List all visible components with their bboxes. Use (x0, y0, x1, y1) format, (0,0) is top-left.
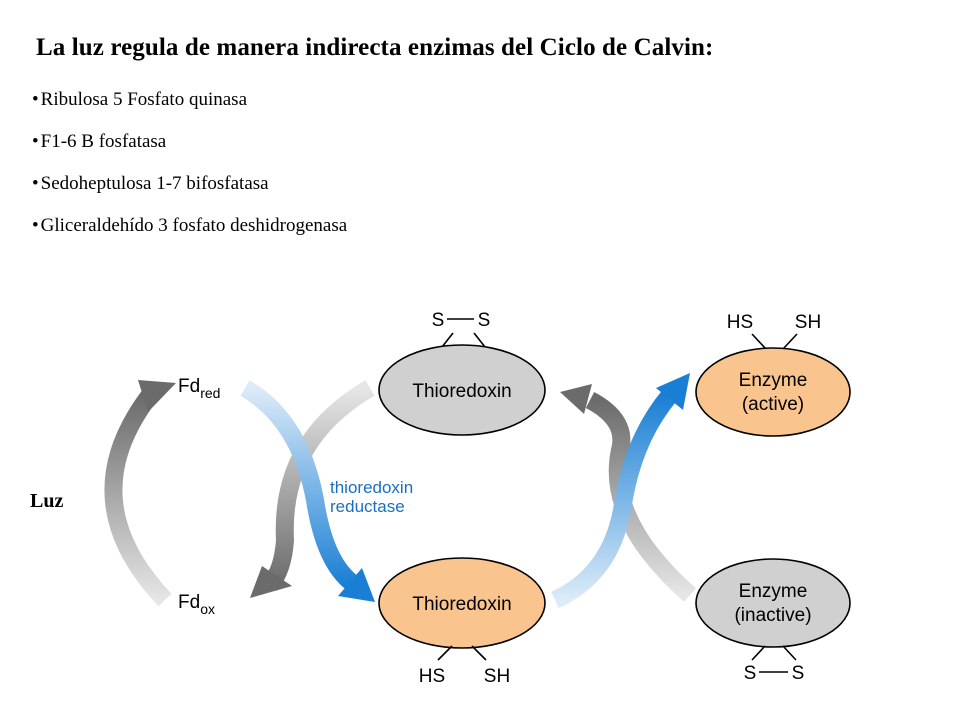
enzyme-inactive: Enzyme (inactive) S S (695, 558, 851, 684)
reductase-arrow (240, 380, 361, 593)
arrow-head (656, 373, 690, 410)
enzyme-state-label: (active) (742, 394, 804, 415)
arrow-head (250, 566, 292, 598)
arrow-head (338, 568, 375, 602)
thioredoxin-oxidized: S S Thioredoxin (378, 310, 546, 436)
thioredoxin-reduced: Thioredoxin HS SH (378, 557, 546, 687)
reductase-label-line1: thioredoxin (330, 478, 413, 497)
enzyme-list: •Ribulosa 5 Fosfato quinasa •F1-6 B fosf… (32, 86, 347, 254)
enzyme-activation-arrow (551, 389, 677, 609)
thiol-label: SH (484, 666, 510, 687)
enzyme-state-label: (inactive) (734, 605, 811, 626)
list-item: •F1-6 B fosfatasa (32, 131, 167, 152)
thiol-label: SH (795, 312, 821, 333)
thioredoxin-label: Thioredoxin (412, 594, 511, 615)
thioredoxin-label: Thioredoxin (412, 381, 511, 402)
thiol-label: HS (727, 312, 753, 333)
enzyme-label: Enzyme (739, 370, 808, 391)
enzyme-label: Enzyme (739, 581, 808, 602)
fd-red-label: Fdred (178, 376, 220, 401)
enzyme-active: HS SH Enzyme (active) (695, 312, 851, 437)
reductase-label-line2: reductase (330, 497, 405, 516)
list-item: •Gliceraldehído 3 fosfato deshidrogenasa (32, 215, 348, 236)
arrow-head (560, 384, 592, 414)
sulfur-label: S (432, 310, 445, 331)
sulfur-label: S (744, 663, 757, 684)
arrow-head (138, 380, 176, 412)
list-item: •Ribulosa 5 Fosfato quinasa (32, 89, 248, 110)
sulfur-label: S (792, 663, 805, 684)
thioredoxin-oxidation-arrow (585, 392, 696, 602)
fd-ox-label: Fdox (178, 592, 215, 617)
thiol-label: HS (419, 666, 445, 687)
fd-reduction-arrow (104, 389, 172, 607)
list-item: •Sedoheptulosa 1-7 bifosfatasa (32, 173, 269, 194)
sulfur-label: S (478, 310, 491, 331)
light-label: Luz (30, 490, 64, 512)
slide-title: La luz regula de manera indirecta enzima… (36, 34, 714, 61)
fd-oxidation-arrow (262, 380, 375, 591)
